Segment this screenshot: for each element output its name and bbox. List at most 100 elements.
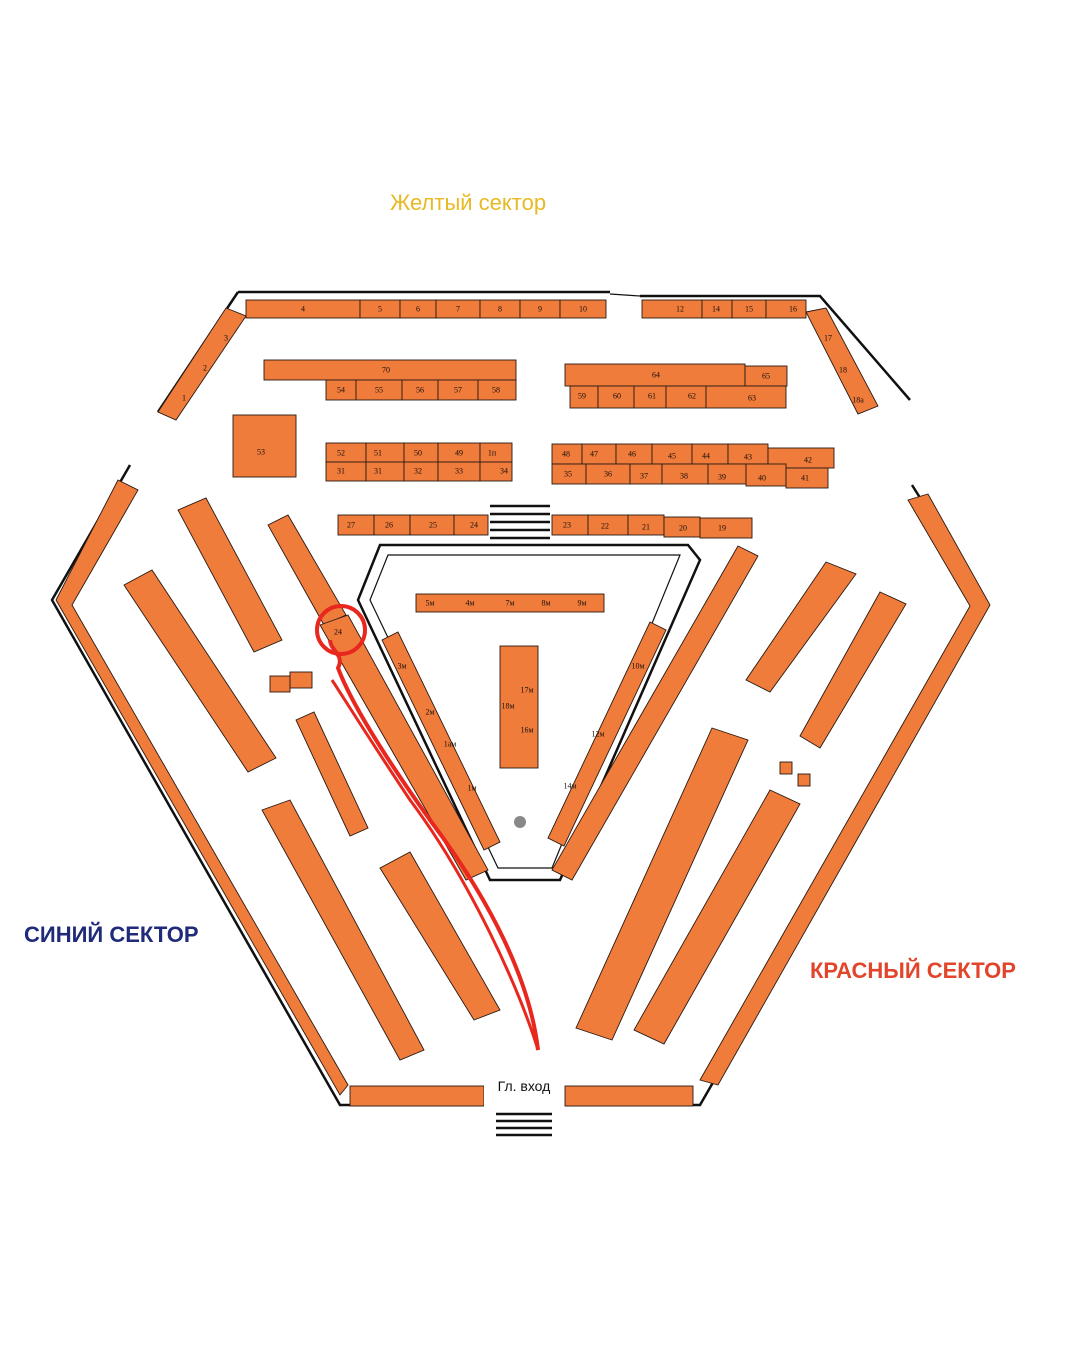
svg-text:53: 53 (257, 448, 265, 457)
inner-triangle (356, 543, 702, 882)
row-27: 27 26 25 24 23 22 21 20 19 (337, 514, 753, 539)
svg-text:14: 14 (712, 305, 720, 314)
stall-10 (559, 299, 607, 319)
svg-text:12: 12 (676, 305, 684, 314)
route-path (328, 639, 540, 1051)
svg-text:10: 10 (579, 305, 587, 314)
svg-text:36: 36 (604, 470, 612, 479)
svg-text:1п: 1п (488, 449, 497, 458)
stall-label-4м: 4м (465, 599, 474, 608)
svg-text:17: 17 (824, 334, 832, 343)
inner-triangle-inner (369, 554, 681, 869)
stall-label-10м: 10м (631, 662, 644, 671)
svg-text:61: 61 (648, 392, 656, 401)
row-70: 70 54 55 56 57 58 (263, 359, 517, 401)
svg-text:25: 25 (429, 521, 437, 530)
svg-text:47: 47 (590, 450, 598, 459)
route-path-2 (330, 679, 540, 1051)
stall-label-14м: 14м (563, 782, 576, 791)
svg-text:2: 2 (203, 364, 207, 373)
svg-text:6: 6 (416, 305, 420, 314)
top-wall-stalls: 4 5 6 7 8 9 10 12 14 15 16 (245, 299, 807, 319)
svg-text:20: 20 (679, 524, 687, 533)
red-sector-label: КРАСНЫЙ СЕКТОР (810, 958, 1016, 983)
main-entrance-label: Гл. вход (498, 1078, 551, 1094)
stall-label-12м: 12м (591, 730, 604, 739)
bottom-right-stalls (564, 1085, 694, 1107)
svg-text:26: 26 (385, 521, 393, 530)
stall-label-16м: 16м (520, 726, 533, 735)
block-69-74 (123, 569, 277, 773)
stairs-top (490, 504, 550, 540)
svg-text:58: 58 (492, 386, 500, 395)
block-43-40 (177, 497, 283, 653)
stall-label-2м: 2м (425, 708, 434, 717)
svg-text:49: 49 (455, 449, 463, 458)
stall-label-18м: 18м (501, 702, 514, 711)
block-3m-1m (381, 631, 501, 851)
svg-text:22: 22 (601, 522, 609, 531)
svg-text:57: 57 (454, 386, 462, 395)
stall-70 (263, 359, 517, 381)
left-wall-stalls (55, 479, 349, 1096)
svg-text:70: 70 (382, 366, 390, 375)
stall-label-1ам: 1ам (444, 740, 457, 749)
svg-text:15: 15 (745, 305, 753, 314)
block-21-23 (267, 514, 347, 626)
svg-text:35: 35 (564, 470, 572, 479)
svg-text:18: 18 (839, 366, 847, 375)
yellow-sector-label: Желтый сектор (390, 190, 547, 215)
svg-text:60: 60 (613, 392, 621, 401)
svg-text:37: 37 (640, 472, 648, 481)
block-24-31 (319, 614, 489, 881)
svg-text:7: 7 (456, 305, 460, 314)
stall-6n (289, 671, 313, 689)
stall-label-17м: 17м (520, 686, 533, 695)
block-10m-14m (547, 621, 667, 847)
stall-label-8м: 8м (541, 599, 550, 608)
svg-text:8: 8 (498, 305, 502, 314)
block-61-80 (261, 799, 425, 1061)
svg-text:54: 54 (337, 386, 345, 395)
block-39-48 (799, 591, 907, 749)
stall-3n (269, 675, 291, 693)
svg-text:23: 23 (563, 521, 571, 530)
svg-text:51: 51 (374, 449, 382, 458)
svg-text:64: 64 (652, 371, 660, 380)
svg-text:38: 38 (680, 472, 688, 481)
stall-label-9м: 9м (577, 599, 586, 608)
top-left-wall-stalls: 3 2 1 (157, 307, 247, 421)
highlight-circle-stall-24 (315, 604, 367, 656)
svg-text:33: 33 (455, 467, 463, 476)
svg-text:41: 41 (801, 474, 809, 483)
block-p-right (633, 789, 801, 1045)
svg-text:65: 65 (762, 372, 770, 381)
stall-label-5м: 5м (425, 599, 434, 608)
block-31-38 (745, 561, 857, 693)
row-52: 52 51 50 49 1п 31 31 32 33 34 (325, 442, 513, 482)
stall-label-7м: 7м (505, 599, 514, 608)
svg-text:4: 4 (301, 305, 305, 314)
svg-text:52: 52 (337, 449, 345, 458)
svg-text:50: 50 (414, 449, 422, 458)
svg-text:46: 46 (628, 450, 636, 459)
svg-text:31: 31 (337, 467, 345, 476)
svg-text:40: 40 (758, 474, 766, 483)
svg-text:44: 44 (702, 452, 710, 461)
svg-text:1: 1 (182, 394, 186, 403)
svg-text:42: 42 (804, 456, 812, 465)
svg-text:43: 43 (744, 453, 752, 462)
block-20-29 (551, 545, 759, 881)
block-17m-18m (499, 645, 539, 769)
svg-text:3: 3 (224, 334, 228, 343)
svg-text:16: 16 (789, 305, 797, 314)
stall-label-1м: 1м (467, 784, 476, 793)
stall-label-3м: 3м (397, 662, 406, 671)
block-p-left (575, 727, 749, 1041)
stall-16 (765, 299, 807, 319)
svg-text:27: 27 (347, 521, 355, 530)
svg-text:59: 59 (578, 392, 586, 401)
stall-12 (641, 299, 703, 319)
svg-text:24: 24 (470, 521, 478, 530)
row-64: 64 65 59 60 61 62 63 (564, 363, 788, 409)
